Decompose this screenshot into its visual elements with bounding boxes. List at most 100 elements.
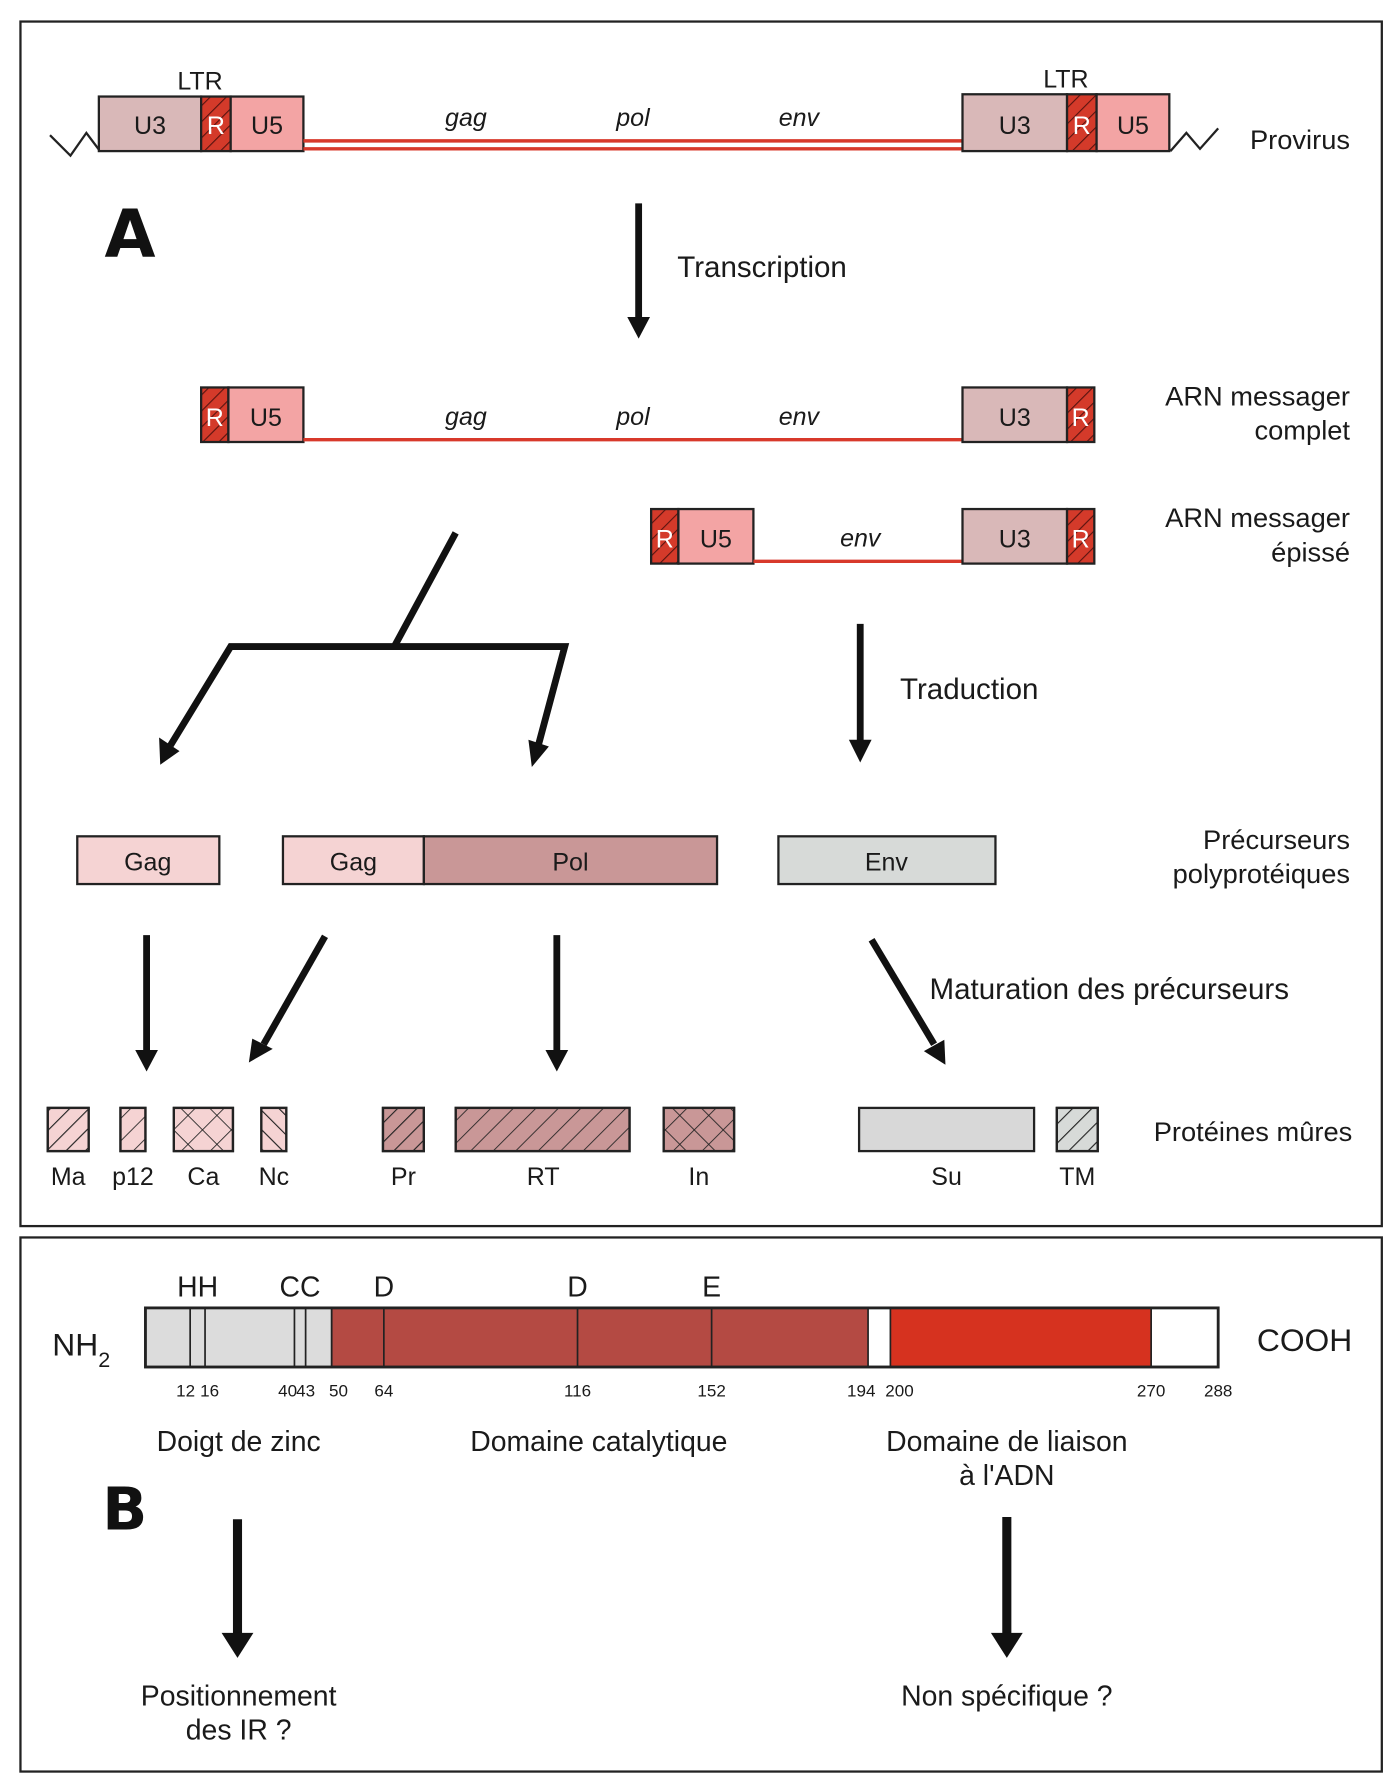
spliced-mrna-label-line1: ARN messager bbox=[1165, 502, 1350, 533]
full-mrna-label-line2: complet bbox=[1255, 415, 1351, 446]
spliced-mrna-u3 bbox=[961, 507, 1069, 565]
transcription-label: Transcription bbox=[677, 251, 847, 284]
precursor-gagpol-gag-label: Gag bbox=[330, 848, 377, 876]
ltr-right-label: LTR bbox=[1043, 65, 1088, 93]
spliced-mrna-r5-label: R bbox=[656, 526, 674, 554]
full-mrna-u5 bbox=[227, 386, 305, 444]
dna-binding-domain-label-line1: Domaine de liaison bbox=[886, 1426, 1127, 1458]
residue-letter-d-3: D bbox=[567, 1272, 588, 1304]
ltr-right-u3 bbox=[961, 93, 1069, 153]
full-mrna-env: env bbox=[779, 403, 821, 431]
position-label-194: 194 bbox=[847, 1382, 875, 1401]
position-label-152: 152 bbox=[697, 1382, 725, 1401]
translation-arrow bbox=[848, 623, 872, 763]
protein-tm-label: TM bbox=[1059, 1163, 1095, 1191]
full-mrna-u3-label: U3 bbox=[999, 404, 1031, 432]
dna-binding-domain-label-line2: à l'ADN bbox=[959, 1460, 1054, 1492]
panel-a-label: A bbox=[105, 196, 156, 273]
branch-arrow bbox=[159, 531, 570, 767]
precursor-gagpol-pol-label: Pol bbox=[552, 848, 588, 876]
zinc-outcome-line2: des IR ? bbox=[186, 1715, 292, 1747]
residue-letter-cc-1: CC bbox=[280, 1272, 321, 1304]
panel-b-frame bbox=[19, 1236, 1383, 1773]
c-terminus-label: COOH bbox=[1257, 1322, 1352, 1358]
dna-outcome-arrow bbox=[990, 1517, 1023, 1658]
ltr-right-r-label: R bbox=[1073, 112, 1091, 140]
precursor-env-label: Env bbox=[865, 848, 909, 876]
host-dna-right bbox=[1169, 127, 1220, 152]
position-label-64: 64 bbox=[374, 1382, 393, 1401]
position-label-50: 50 bbox=[329, 1382, 348, 1401]
protein-in bbox=[662, 1106, 736, 1153]
protein-ma bbox=[46, 1106, 90, 1153]
mature-proteins: Ma p12 Ca Nc Pr RT In Su TM Protéines mû… bbox=[46, 1106, 1353, 1191]
maturation-label: Maturation des précurseurs bbox=[930, 973, 1289, 1006]
spliced-mrna-r5 bbox=[650, 507, 680, 565]
position-label-200: 200 bbox=[885, 1382, 913, 1401]
spliced-mrna-env: env bbox=[840, 525, 882, 553]
full-mrna-gag: gag bbox=[445, 403, 487, 431]
dna-binding-domain bbox=[889, 1307, 1152, 1368]
zinc-finger-domain bbox=[144, 1307, 333, 1368]
full-mrna-r3-label: R bbox=[1072, 404, 1090, 432]
ltr-left-r-label: R bbox=[207, 112, 225, 140]
residue-letter-e-4: E bbox=[702, 1272, 721, 1304]
zinc-finger-domain-label: Doigt de zinc bbox=[157, 1426, 321, 1458]
spliced-mrna-label-line2: épissé bbox=[1271, 536, 1350, 567]
protein-nc-label: Nc bbox=[259, 1163, 290, 1191]
protein-tm bbox=[1055, 1106, 1099, 1153]
protein-ca bbox=[172, 1106, 235, 1153]
position-label-43: 43 bbox=[296, 1382, 315, 1401]
ltr-right-u3-label: U3 bbox=[999, 112, 1031, 140]
precursor-gag bbox=[76, 835, 221, 886]
n-terminus-label: NH2 bbox=[52, 1327, 110, 1372]
spliced-mrna-u5-label: U5 bbox=[700, 526, 732, 554]
protein-ma-label: Ma bbox=[51, 1163, 86, 1191]
gene-pol: pol bbox=[615, 104, 651, 132]
position-label-16: 16 bbox=[200, 1382, 219, 1401]
zinc-outcome-arrow bbox=[221, 1519, 254, 1658]
gene-env: env bbox=[779, 104, 821, 132]
translation-label: Traduction bbox=[900, 673, 1038, 706]
precursor-gagpol-pol bbox=[422, 835, 719, 886]
position-label-270: 270 bbox=[1137, 1382, 1165, 1401]
protein-ca-label: Ca bbox=[187, 1163, 219, 1191]
dna-outcome: Non spécifique ? bbox=[901, 1681, 1113, 1713]
mature-proteins-label: Protéines mûres bbox=[1154, 1116, 1353, 1147]
ltr-left-u5-label: U5 bbox=[251, 112, 283, 140]
ltr-right-u5-label: U5 bbox=[1117, 112, 1149, 140]
precursors-label-line1: Précurseurs bbox=[1203, 824, 1350, 855]
ltr-left-u3-label: U3 bbox=[134, 112, 166, 140]
full-mrna-label-line1: ARN messager bbox=[1165, 381, 1350, 412]
protein-su-label: Su bbox=[931, 1163, 962, 1191]
maturation-arrows bbox=[135, 934, 946, 1072]
zinc-outcome-line1: Positionnement bbox=[141, 1681, 337, 1713]
precursor-gag-label: Gag bbox=[124, 848, 171, 876]
n-terminus-text: NH bbox=[52, 1327, 98, 1363]
provirus: LTR U3 R U5 gag pol env LTR U3 R U5 Prov… bbox=[49, 65, 1350, 158]
protein-rt bbox=[454, 1106, 631, 1153]
ltr-left-u5 bbox=[229, 95, 305, 153]
full-mrna-u5-label: U5 bbox=[250, 404, 282, 432]
protein-rt-label: RT bbox=[527, 1163, 560, 1191]
residue-letter-d-2: D bbox=[374, 1272, 395, 1304]
spliced-mrna-u3-label: U3 bbox=[999, 526, 1031, 554]
transcription-arrow bbox=[627, 203, 650, 339]
ltr-left-label: LTR bbox=[177, 68, 222, 96]
catalytic-domain bbox=[330, 1307, 869, 1368]
protein-su bbox=[857, 1106, 1036, 1153]
position-label-12: 12 bbox=[176, 1382, 195, 1401]
host-dna-left bbox=[49, 130, 101, 158]
catalytic-domain-label: Domaine catalytique bbox=[470, 1426, 727, 1458]
n-terminus-subscript: 2 bbox=[98, 1347, 110, 1372]
full-mrna-r3 bbox=[1065, 386, 1096, 444]
spliced-mrna-u5 bbox=[677, 507, 755, 565]
ltr-left-r bbox=[200, 95, 232, 153]
spliced-mrna-r3-label: R bbox=[1072, 526, 1090, 554]
spliced-mrna: R U5 env U3 R ARN messager épissé bbox=[650, 502, 1350, 567]
position-label-40: 40 bbox=[278, 1382, 297, 1401]
precursor-gagpol-gag bbox=[281, 835, 426, 886]
